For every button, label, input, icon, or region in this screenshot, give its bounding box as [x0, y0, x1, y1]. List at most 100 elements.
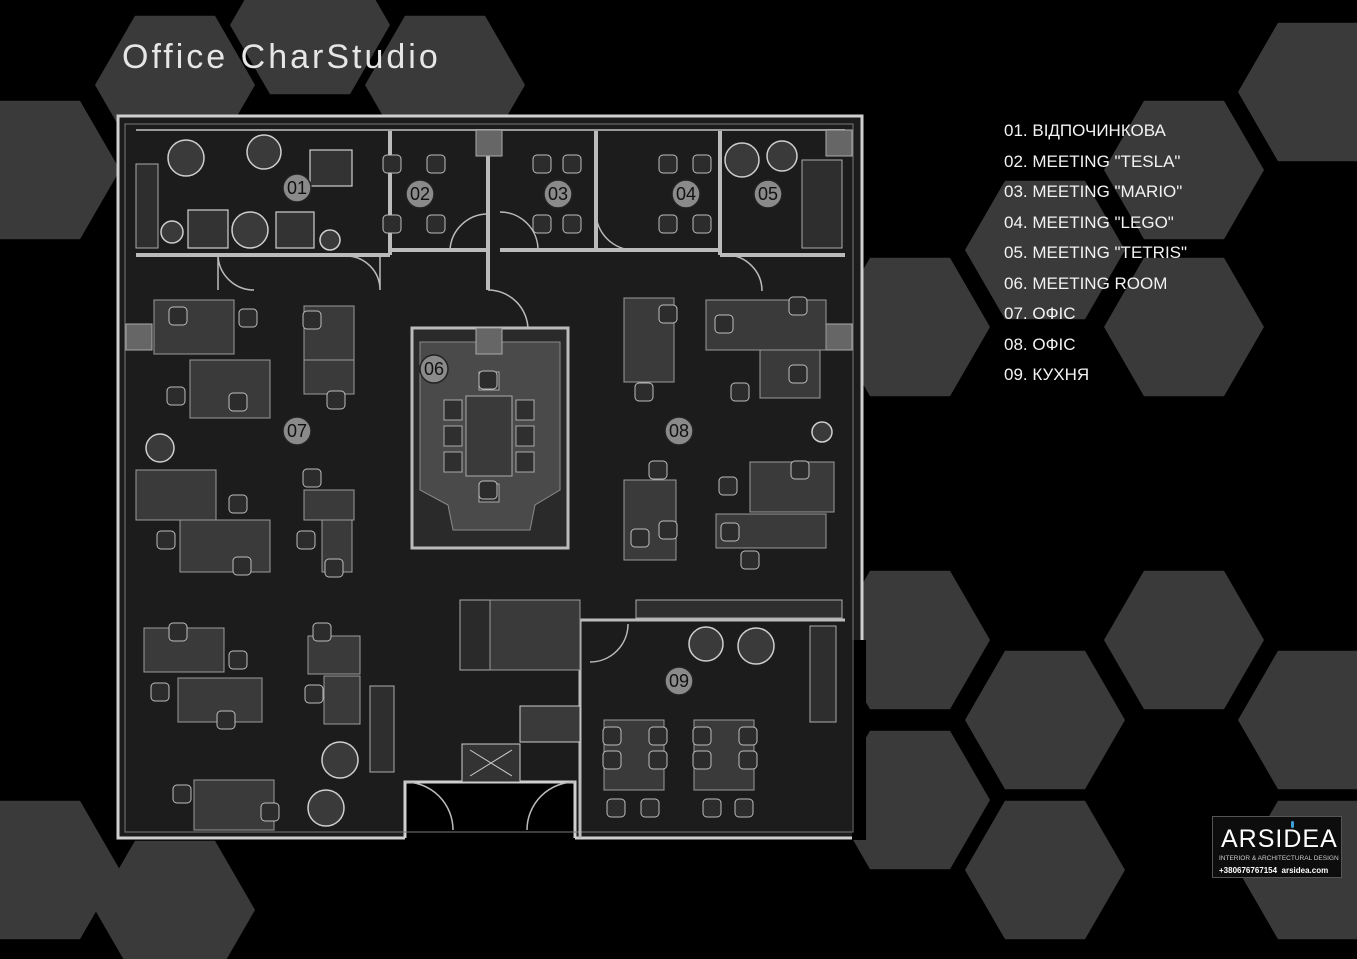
chair: [426, 154, 446, 174]
chair: [260, 802, 280, 822]
desk: [623, 479, 677, 561]
hexagon: [230, 0, 390, 95]
room-marker-circle: [664, 666, 694, 696]
column: [825, 129, 853, 157]
chair: [426, 214, 446, 234]
desk: [715, 513, 827, 549]
round-table: [160, 220, 184, 244]
round-table: [231, 211, 269, 249]
chair: [166, 386, 186, 406]
chair: [326, 390, 346, 410]
chair: [734, 798, 754, 818]
chair: [692, 750, 712, 770]
column: [825, 323, 853, 351]
chair: [238, 308, 258, 328]
billiard-table: [519, 705, 581, 743]
room-number-02: 02: [410, 184, 430, 204]
desk: [307, 635, 361, 675]
chair: [602, 726, 622, 746]
hexagon: [830, 257, 990, 397]
room-number-07: 07: [287, 421, 307, 441]
chair: [228, 494, 248, 514]
chair: [478, 370, 498, 390]
hexagon: [0, 100, 120, 240]
round-table: [246, 134, 282, 170]
chair: [382, 154, 402, 174]
desk: [135, 469, 217, 521]
page-title: Office CharStudio: [122, 38, 441, 76]
round-table: [321, 741, 359, 779]
chair: [228, 650, 248, 670]
chair: [788, 296, 808, 316]
hexagon: [830, 570, 990, 710]
chair: [730, 382, 750, 402]
chair: [532, 214, 552, 234]
legend-item-04: 04. MEETING "LEGO": [1004, 212, 1174, 232]
chair: [382, 214, 402, 234]
hexagon: [0, 800, 120, 940]
chair: [168, 622, 188, 642]
chair: [634, 382, 654, 402]
room-legend: 01. ВІДПОЧИНКОВА 02. MEETING "TESLA" 03.…: [1004, 116, 1187, 391]
legend-item-03: 03. MEETING "MARIO": [1004, 182, 1183, 201]
chair: [296, 530, 316, 550]
legend-item-05: 05. MEETING "TETRIS": [1004, 243, 1188, 262]
chair: [692, 214, 712, 234]
column: [125, 323, 153, 351]
chair: [658, 520, 678, 540]
legend-item-07: 07. ОФІС: [1004, 304, 1076, 323]
room-marker-circle: [664, 416, 694, 446]
chair: [648, 460, 668, 480]
round-table: [319, 229, 341, 251]
chair: [304, 684, 324, 704]
chair: [150, 682, 170, 702]
chair: [658, 154, 678, 174]
elevator: [469, 749, 513, 777]
chair: [312, 622, 332, 642]
chair: [324, 558, 344, 578]
room-number-05: 05: [758, 184, 778, 204]
round-table: [307, 789, 345, 827]
chair: [216, 710, 236, 730]
room-number-08: 08: [669, 421, 689, 441]
chair: [788, 364, 808, 384]
chair: [720, 522, 740, 542]
counter: [635, 599, 843, 619]
legend-item-01: 01. ВІДПОЧИНКОВА: [1004, 121, 1166, 140]
sofa: [369, 685, 395, 773]
chair: [692, 154, 712, 174]
room-number-01: 01: [287, 178, 307, 198]
desk: [323, 675, 361, 725]
counter: [809, 625, 837, 723]
round-table: [737, 627, 775, 665]
hexagon: [95, 840, 255, 959]
arsidea-logo: ARSIDEA INTERIOR & ARCHITECTURAL DESIGN …: [1212, 816, 1342, 878]
chair: [562, 214, 582, 234]
room-marker-circle: [671, 179, 701, 209]
sofa: [801, 159, 843, 249]
armchair: [309, 149, 353, 187]
column: [475, 129, 503, 157]
room-marker-circle: [753, 179, 783, 209]
chair: [302, 310, 322, 330]
hexagon: [830, 730, 990, 870]
sofa: [135, 163, 159, 249]
legend-item-06: 06. MEETING ROOM: [1004, 273, 1168, 293]
chair: [156, 530, 176, 550]
room-marker-circle: [419, 354, 449, 384]
hexagon: [965, 180, 1125, 320]
armchair: [187, 209, 229, 249]
room-marker-circle: [543, 179, 573, 209]
chair: [232, 556, 252, 576]
chair: [606, 798, 626, 818]
legend-item-02: 02. MEETING "TESLA": [1004, 151, 1181, 171]
chair: [702, 798, 722, 818]
chair: [172, 784, 192, 804]
column: [475, 327, 503, 355]
hexagon: [1104, 570, 1264, 710]
logo-brand: ARSIDEA: [1221, 825, 1338, 853]
hexagon: [1104, 100, 1264, 240]
chair: [228, 392, 248, 412]
room-marker-circle: [282, 416, 312, 446]
